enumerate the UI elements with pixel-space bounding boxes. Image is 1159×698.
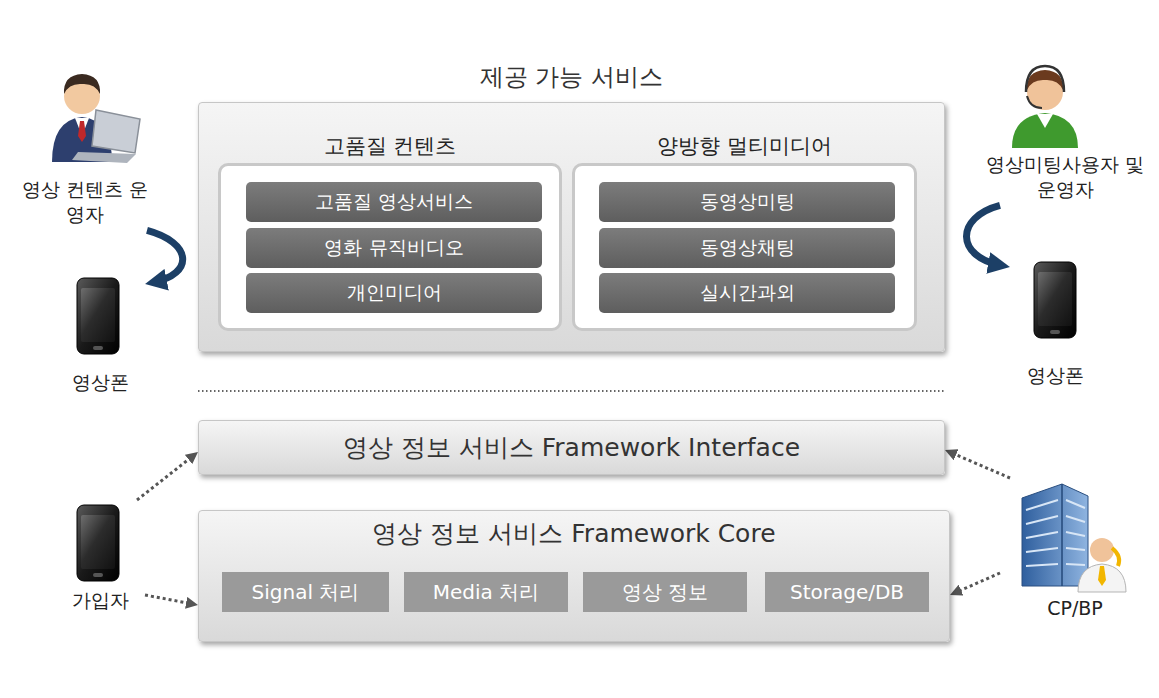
cp-bp: CP/BP bbox=[1000, 478, 1150, 625]
node-label: 영상미팅사용자 및 운영자 bbox=[980, 152, 1150, 201]
core-module: 영상 정보 bbox=[583, 572, 747, 612]
building-icon bbox=[1022, 484, 1126, 592]
phone-body bbox=[1034, 262, 1076, 338]
operator-icon bbox=[52, 74, 140, 163]
curved-arrow bbox=[967, 205, 1003, 265]
dotted-arrow bbox=[949, 452, 1010, 478]
node-label: 고품질 영상서비스 bbox=[315, 189, 473, 215]
laptop-base bbox=[72, 152, 136, 163]
subscriber: 가입자 bbox=[55, 500, 145, 617]
building-body bbox=[1022, 484, 1088, 586]
core-module: Media 처리 bbox=[404, 572, 568, 612]
user-body bbox=[1012, 113, 1078, 148]
service-group: 고품질 컨텐츠고품질 영상서비스영화 뮤직비디오개인미디어 bbox=[218, 163, 562, 331]
service-item: 동영상미팅 bbox=[599, 182, 895, 222]
node-label: 영상폰 bbox=[55, 370, 145, 395]
phone-button bbox=[1050, 330, 1060, 334]
separator-line bbox=[198, 390, 945, 392]
node-label: 동영상미팅 bbox=[700, 189, 795, 215]
phone-icon bbox=[1034, 262, 1076, 338]
phone-screen bbox=[81, 288, 115, 342]
core-module: Storage/DB bbox=[765, 572, 929, 612]
user-hair bbox=[1027, 70, 1063, 90]
laptop-lid bbox=[92, 110, 140, 153]
node-label: 영상폰 bbox=[1010, 363, 1100, 388]
service-group: 양방향 멀티미디어동영상미팅동영상채팅실시간과외 bbox=[572, 163, 917, 331]
node-label: Signal 처리 bbox=[252, 579, 360, 606]
meeting-user: 영상미팅사용자 및 운영자 bbox=[980, 58, 1150, 205]
service-item: 영화 뮤직비디오 bbox=[246, 228, 542, 268]
framework-interface: 영상 정보 서비스 Framework Interface bbox=[198, 420, 945, 475]
phone-body bbox=[77, 278, 119, 354]
phone-icon bbox=[77, 278, 119, 354]
node-label: Media 처리 bbox=[433, 579, 539, 606]
node-label: 가입자 bbox=[55, 588, 145, 613]
headset-mic bbox=[1027, 96, 1042, 108]
service-panel: 제공 가능 서비스고품질 컨텐츠고품질 영상서비스영화 뮤직비디오개인미디어양방… bbox=[198, 102, 945, 352]
node-heading: 제공 가능 서비스 bbox=[139, 61, 1004, 93]
phone-button bbox=[93, 346, 103, 350]
building-windows bbox=[1026, 500, 1085, 566]
manager-head bbox=[1090, 538, 1114, 562]
curved-arrow bbox=[147, 230, 183, 282]
service-item: 실시간과외 bbox=[599, 273, 895, 313]
node-label: 개인미디어 bbox=[347, 280, 442, 306]
node-heading: 양방향 멀티미디어 bbox=[555, 132, 934, 160]
framework-core: 영상 정보 서비스 Framework CoreSignal 처리 Media 처… bbox=[198, 510, 950, 642]
dotted-arrow bbox=[954, 573, 1000, 593]
service-item: 개인미디어 bbox=[246, 273, 542, 313]
meeting-user-icon bbox=[1012, 66, 1078, 148]
node-heading: 고품질 컨텐츠 bbox=[201, 132, 579, 160]
content-operator: 영상 컨텐츠 운영자 bbox=[15, 65, 155, 230]
user-collar bbox=[1037, 114, 1053, 128]
phone-button bbox=[93, 573, 103, 577]
phone-icon bbox=[77, 505, 119, 581]
video-phone: 영상폰 bbox=[1010, 255, 1100, 392]
dotted-arrow bbox=[137, 454, 195, 500]
headset-band bbox=[1026, 66, 1064, 92]
dotted-arrow bbox=[145, 595, 194, 604]
operator-tie bbox=[78, 121, 86, 142]
manager-tie bbox=[1098, 566, 1106, 586]
operator-hair bbox=[64, 74, 100, 94]
node-label: 영상 정보 bbox=[622, 579, 708, 606]
node-label: 실시간과외 bbox=[700, 280, 795, 306]
node-label: 영상 컨텐츠 운영자 bbox=[15, 177, 155, 226]
phone-screen bbox=[1038, 272, 1072, 326]
service-item: 동영상채팅 bbox=[599, 228, 895, 268]
node-label: 동영상채팅 bbox=[700, 235, 795, 261]
node-heading: 영상 정보 서비스 Framework Core bbox=[199, 511, 949, 550]
building-edge bbox=[1061, 484, 1063, 586]
video-phone: 영상폰 bbox=[55, 272, 145, 399]
manager-phone bbox=[1112, 548, 1119, 566]
manager-body bbox=[1078, 564, 1126, 592]
node-label: 영상 정보 서비스 Framework Interface bbox=[343, 431, 800, 464]
phone-body bbox=[77, 505, 119, 581]
service-item: 고품질 영상서비스 bbox=[246, 182, 542, 222]
node-label: 영화 뮤직비디오 bbox=[324, 235, 463, 261]
core-module: Signal 처리 bbox=[222, 572, 389, 612]
node-label: Storage/DB bbox=[790, 580, 904, 604]
node-label: CP/BP bbox=[1000, 596, 1150, 621]
phone-screen bbox=[81, 515, 115, 569]
